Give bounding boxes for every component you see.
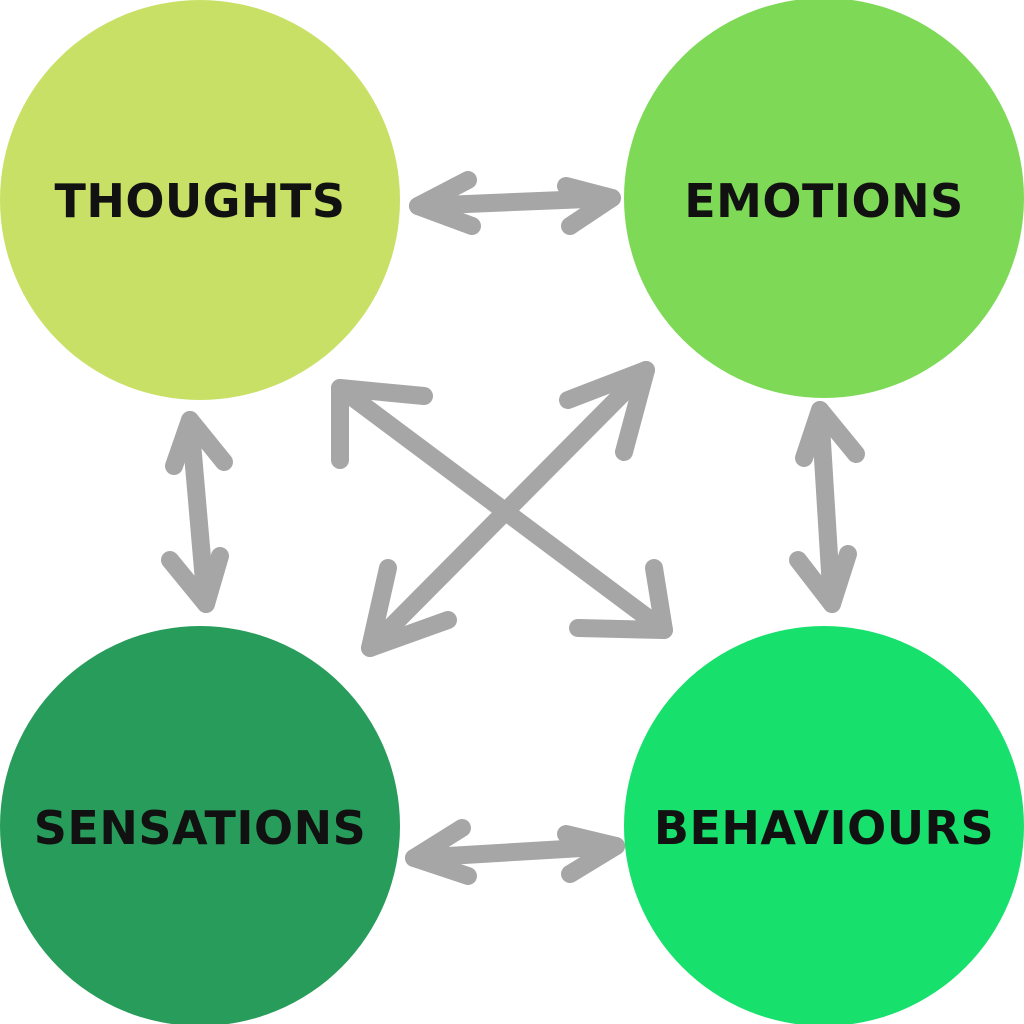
- arrow-thoughts-emotions: [409, 171, 621, 235]
- arrow-emotions-behaviours: [789, 401, 865, 613]
- emotions-circle: [624, 0, 1024, 398]
- sensations-label: SENSATIONS: [34, 801, 366, 855]
- behaviours-label: BEHAVIOURS: [654, 801, 994, 855]
- thoughts-label: THOUGHTS: [54, 174, 345, 228]
- behaviours-circle: [624, 626, 1024, 1024]
- emotions-label: EMOTIONS: [684, 174, 964, 228]
- thoughts-circle: [0, 0, 400, 400]
- arrow-emotions-sensations: [361, 361, 655, 657]
- arrow-thoughts-sensations: [161, 411, 233, 613]
- arrow-sensations-behaviours: [405, 819, 625, 885]
- sensations-circle: [0, 626, 400, 1024]
